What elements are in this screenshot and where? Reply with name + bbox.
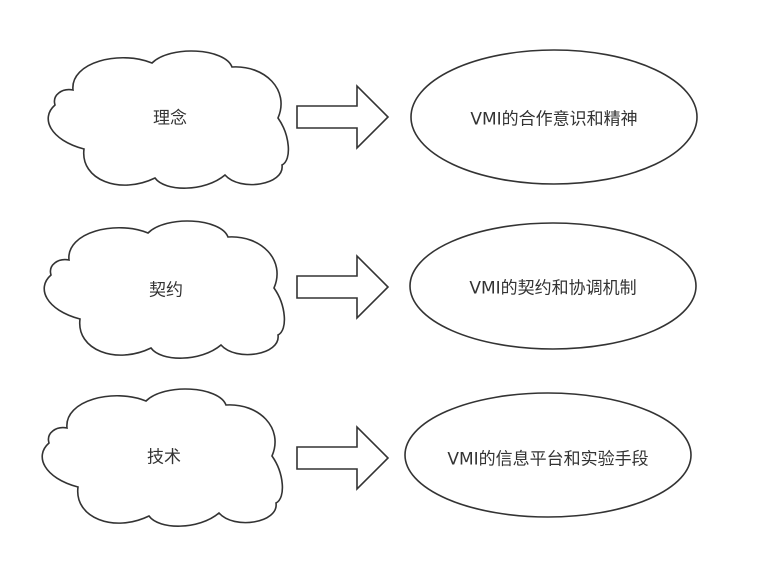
right-arrow-icon [296,85,389,149]
right-arrow-icon [296,426,389,490]
row-3 [41,388,692,527]
right-arrow-icon [296,255,389,319]
row-1 [47,49,698,189]
ellipse-label-3: VMI的信息平台和实验手段 [447,449,649,470]
cloud-label-1: 理念 [153,108,187,129]
row-2 [43,220,697,359]
ellipse-label-2: VMI的契约和协调机制 [469,278,637,299]
ellipse-shape [410,49,698,185]
ellipse-shape [404,392,692,518]
cloud-label-3: 技术 [147,447,181,468]
ellipse-label-1: VMI的合作意识和精神 [470,109,638,130]
ellipse-shape [409,222,697,350]
cloud-label-2: 契约 [149,280,183,301]
